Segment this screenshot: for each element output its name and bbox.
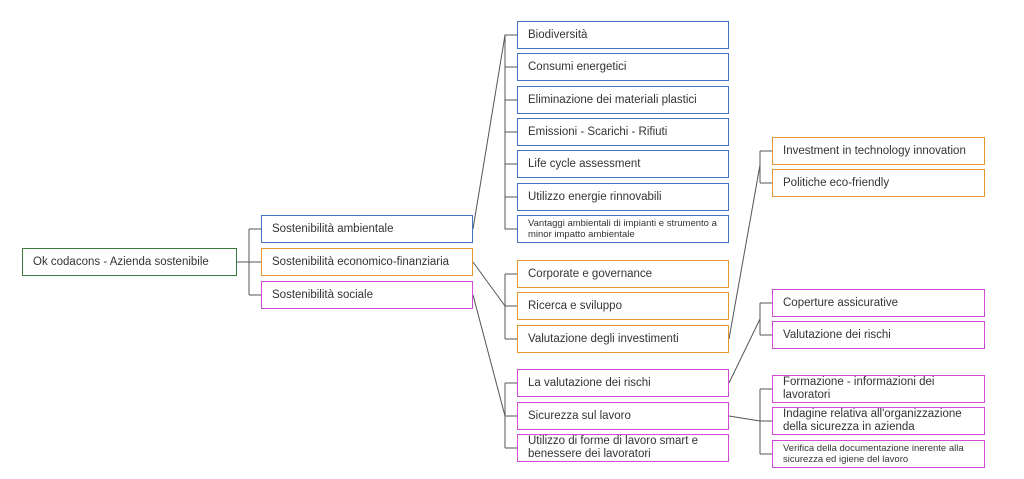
connector-sociale <box>472 294 517 449</box>
branch-ambientale[interactable]: Sostenibilità ambientale <box>261 215 473 243</box>
node-coperture-assicurative[interactable]: Coperture assicurative <box>772 289 985 317</box>
node-life-cycle[interactable]: Life cycle assessment <box>517 150 729 178</box>
node-emissioni[interactable]: Emissioni - Scarichi - Rifiuti <box>517 118 729 146</box>
connector-ambientale <box>472 34 517 230</box>
root-node[interactable]: Ok codacons - Azienda sostenibile <box>22 248 237 276</box>
connector-investimenti <box>728 150 772 340</box>
node-lavoro-smart[interactable]: Utilizzo di forme di lavoro smart e bene… <box>517 434 729 462</box>
branch-economico[interactable]: Sostenibilità economico-finanziaria <box>261 248 473 276</box>
node-consumi-energetici[interactable]: Consumi energetici <box>517 53 729 81</box>
connector-rischi <box>728 302 772 384</box>
node-ricerca-sviluppo[interactable]: Ricerca e sviluppo <box>517 292 729 320</box>
branch-sociale[interactable]: Sostenibilità sociale <box>261 281 473 309</box>
node-corporate-governance[interactable]: Corporate e governance <box>517 260 729 288</box>
connector-root <box>237 228 261 296</box>
node-politiche-eco-friendly[interactable]: Politiche eco-friendly <box>772 169 985 197</box>
node-indagine-sicurezza[interactable]: Indagine relativa all'organizzazione del… <box>772 407 985 435</box>
connector-sicurezza <box>728 388 772 455</box>
node-energie-rinnovabili[interactable]: Utilizzo energie rinnovabili <box>517 183 729 211</box>
node-valutazione-investimenti[interactable]: Valutazione degli investimenti <box>517 325 729 353</box>
connector-economico <box>472 261 517 340</box>
node-sicurezza-lavoro[interactable]: Sicurezza sul lavoro <box>517 402 729 430</box>
node-formazione-lavoratori[interactable]: Formazione - informazioni dei lavoratori <box>772 375 985 403</box>
node-verifica-documentazione[interactable]: Verifica della documentazione inerente a… <box>772 440 985 468</box>
node-valutazione-dei-rischi[interactable]: Valutazione dei rischi <box>772 321 985 349</box>
node-technology-innovation[interactable]: Investment in technology innovation <box>772 137 985 165</box>
node-eliminazione-plastici[interactable]: Eliminazione dei materiali plastici <box>517 86 729 114</box>
node-valutazione-rischi-sociale[interactable]: La valutazione dei rischi <box>517 369 729 397</box>
node-vantaggi-ambientali[interactable]: Vantaggi ambientali di impianti e strume… <box>517 215 729 243</box>
node-biodiversita[interactable]: Biodiversità <box>517 21 729 49</box>
